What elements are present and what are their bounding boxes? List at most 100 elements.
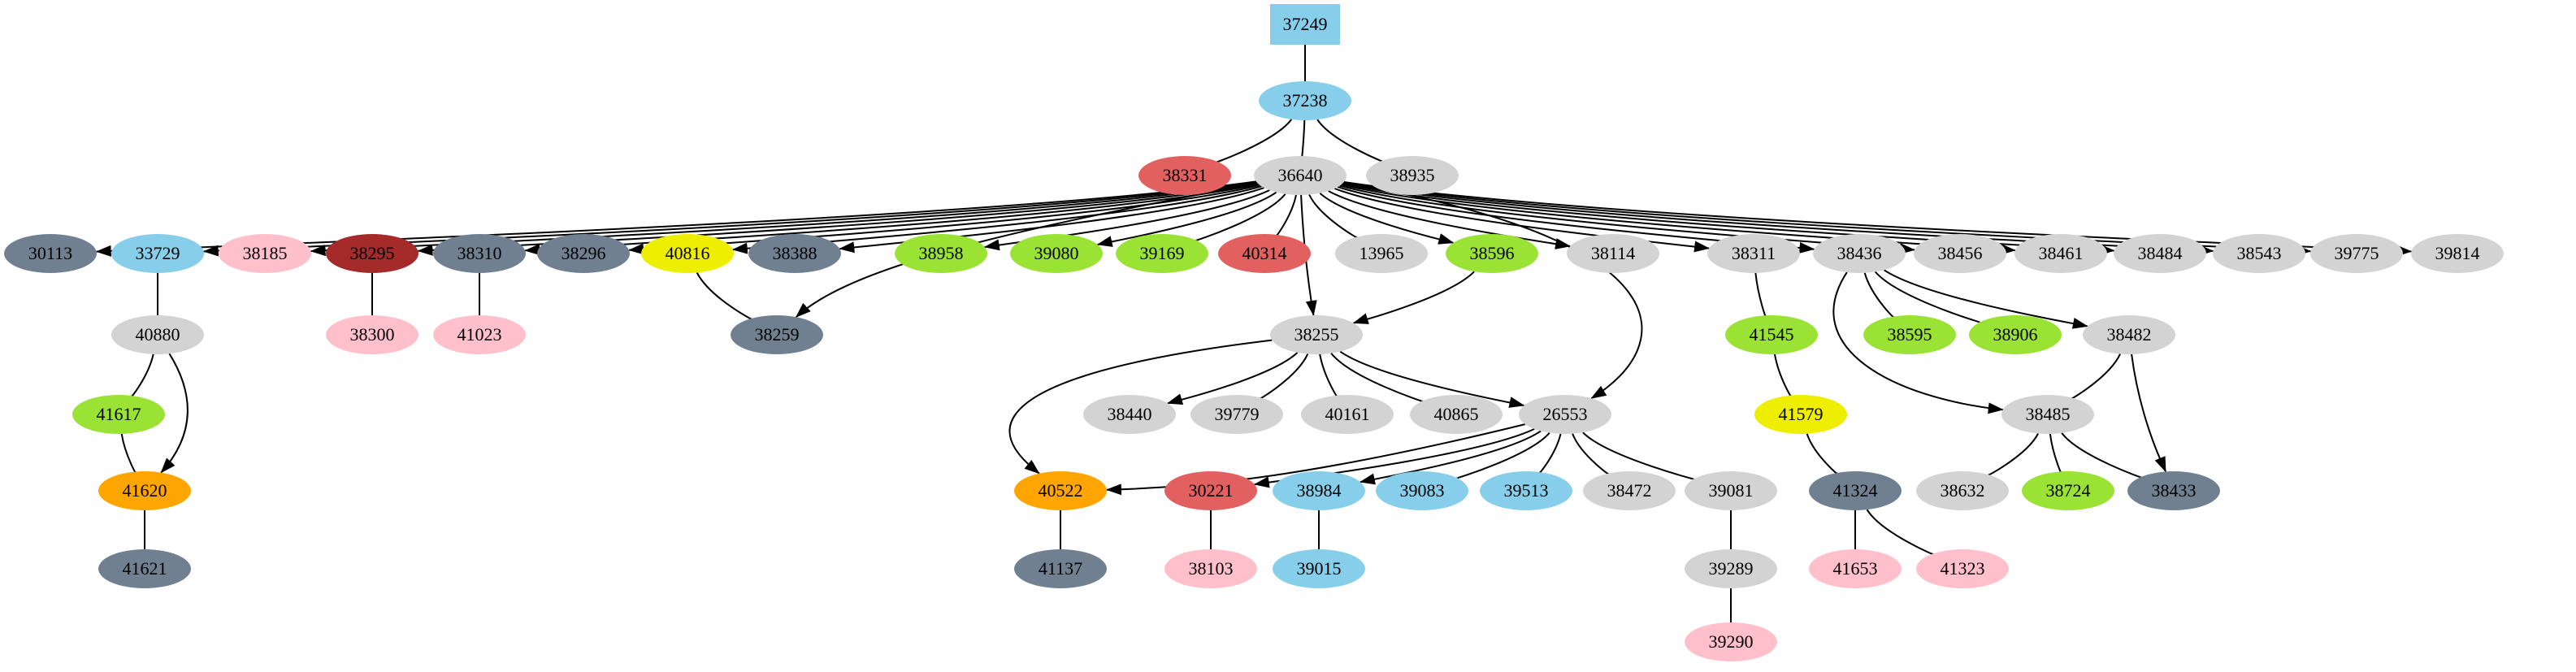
edge-37238-36640 — [1295, 119, 1307, 171]
node-38311[interactable]: 38311 — [1707, 234, 1800, 273]
node-30221[interactable]: 30221 — [1164, 471, 1257, 510]
node-38114[interactable]: 38114 — [1567, 234, 1659, 273]
node-ellipse-38461 — [2014, 234, 2107, 273]
node-ellipse-38311 — [1707, 234, 1800, 273]
node-ellipse-33729 — [111, 234, 204, 273]
node-38310[interactable]: 38310 — [433, 234, 526, 273]
node-ellipse-38259 — [731, 315, 823, 354]
node-41323[interactable]: 41323 — [1916, 549, 2009, 588]
node-ellipse-39289 — [1685, 549, 1777, 588]
node-38984[interactable]: 38984 — [1273, 471, 1365, 510]
node-label-41653: 41653 — [1833, 558, 1878, 579]
node-38300[interactable]: 38300 — [326, 315, 418, 354]
node-40161[interactable]: 40161 — [1301, 395, 1394, 434]
node-13965[interactable]: 13965 — [1335, 234, 1428, 273]
node-39775[interactable]: 39775 — [2310, 234, 2403, 273]
edge-36640-38596 — [1319, 192, 1455, 245]
node-label-38456: 38456 — [1938, 243, 1983, 263]
edge-26553-40522 — [1105, 423, 1525, 496]
node-38906[interactable]: 38906 — [1969, 315, 2062, 354]
node-ellipse-38906 — [1969, 315, 2062, 354]
node-ellipse-38935 — [1366, 156, 1459, 195]
edge-38436-38482 — [1884, 269, 2088, 329]
node-38296[interactable]: 38296 — [537, 234, 630, 273]
node-38596[interactable]: 38596 — [1446, 234, 1538, 273]
node-38433[interactable]: 38433 — [2127, 471, 2220, 510]
node-39169[interactable]: 39169 — [1116, 234, 1208, 273]
node-38456[interactable]: 38456 — [1914, 234, 2006, 273]
node-40865[interactable]: 40865 — [1410, 395, 1503, 434]
node-label-39814: 39814 — [2435, 243, 2480, 263]
node-39080[interactable]: 39080 — [1010, 234, 1103, 273]
node-40522[interactable]: 40522 — [1014, 471, 1107, 510]
node-38543[interactable]: 38543 — [2213, 234, 2305, 273]
node-38724[interactable]: 38724 — [2022, 471, 2114, 510]
node-39083[interactable]: 39083 — [1376, 471, 1468, 510]
node-38958[interactable]: 38958 — [895, 234, 987, 273]
node-40816[interactable]: 40816 — [641, 234, 734, 273]
node-39779[interactable]: 39779 — [1190, 395, 1283, 434]
node-41621[interactable]: 41621 — [98, 549, 191, 588]
node-38185[interactable]: 38185 — [219, 234, 311, 273]
edge-36640-38958 — [983, 189, 1270, 251]
node-38461[interactable]: 38461 — [2014, 234, 2107, 273]
node-ellipse-40816 — [641, 234, 734, 273]
node-41023[interactable]: 41023 — [433, 315, 526, 354]
edge-36640-39775 — [1343, 181, 2312, 257]
node-38331[interactable]: 38331 — [1138, 156, 1231, 195]
node-41545[interactable]: 41545 — [1725, 315, 1818, 354]
node-38485[interactable]: 38485 — [2001, 395, 2094, 434]
node-41137[interactable]: 41137 — [1014, 549, 1107, 588]
node-box-37249 — [1270, 4, 1340, 45]
node-38436[interactable]: 38436 — [1813, 234, 1906, 273]
edge-40880-41617 — [119, 353, 154, 411]
node-38484[interactable]: 38484 — [2114, 234, 2206, 273]
node-38103[interactable]: 38103 — [1164, 549, 1257, 588]
node-38440[interactable]: 38440 — [1083, 395, 1176, 434]
node-40314[interactable]: 40314 — [1218, 234, 1311, 273]
node-39290[interactable]: 39290 — [1685, 622, 1777, 661]
node-ellipse-38295 — [326, 234, 418, 273]
edge-40816-38259 — [696, 272, 766, 332]
node-ellipse-41621 — [98, 549, 191, 588]
node-38255[interactable]: 38255 — [1270, 315, 1363, 354]
node-39289[interactable]: 39289 — [1685, 549, 1777, 588]
node-40880[interactable]: 40880 — [111, 315, 204, 354]
node-ellipse-39081 — [1685, 471, 1777, 510]
node-label-41620: 41620 — [123, 480, 167, 501]
node-ellipse-39169 — [1116, 234, 1208, 273]
node-41620[interactable]: 41620 — [98, 471, 191, 510]
node-33729[interactable]: 33729 — [111, 234, 204, 273]
node-38595[interactable]: 38595 — [1863, 315, 1956, 354]
node-label-38255: 38255 — [1295, 324, 1339, 345]
node-41324[interactable]: 41324 — [1809, 471, 1902, 510]
node-label-39083: 39083 — [1400, 480, 1445, 501]
node-38472[interactable]: 38472 — [1583, 471, 1676, 510]
node-39081[interactable]: 39081 — [1685, 471, 1777, 510]
node-26553[interactable]: 26553 — [1519, 395, 1611, 434]
node-41617[interactable]: 41617 — [72, 395, 165, 434]
node-36640[interactable]: 36640 — [1254, 156, 1347, 195]
node-38259[interactable]: 38259 — [731, 315, 823, 354]
edge-38255-39779 — [1246, 353, 1309, 411]
node-37249[interactable]: 37249 — [1270, 4, 1340, 45]
node-ellipse-38485 — [2001, 395, 2094, 434]
edge-26553-30221 — [1253, 427, 1535, 488]
node-38632[interactable]: 38632 — [1916, 471, 2009, 510]
node-37238[interactable]: 37238 — [1259, 81, 1351, 120]
node-38935[interactable]: 38935 — [1366, 156, 1459, 195]
node-ellipse-38958 — [895, 234, 987, 273]
node-ellipse-39814 — [2411, 234, 2504, 273]
node-41653[interactable]: 41653 — [1809, 549, 1902, 588]
node-ellipse-38185 — [219, 234, 311, 273]
node-label-40816: 40816 — [666, 243, 710, 263]
node-30113[interactable]: 30113 — [4, 234, 97, 273]
node-41579[interactable]: 41579 — [1754, 395, 1847, 434]
edge-41617-41620 — [120, 433, 147, 488]
node-39814[interactable]: 39814 — [2411, 234, 2504, 273]
node-38388[interactable]: 38388 — [748, 234, 841, 273]
node-39015[interactable]: 39015 — [1273, 549, 1365, 588]
node-38295[interactable]: 38295 — [326, 234, 418, 273]
node-38482[interactable]: 38482 — [2083, 315, 2175, 354]
node-39513[interactable]: 39513 — [1480, 471, 1572, 510]
